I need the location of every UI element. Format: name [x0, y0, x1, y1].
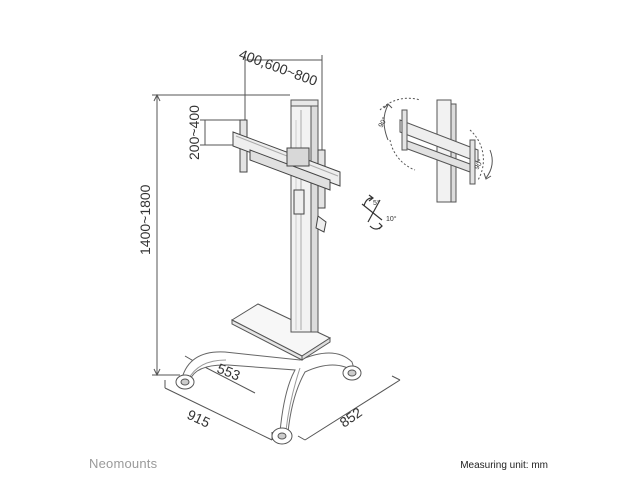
column: [290, 99, 319, 333]
base-width-label: 915: [185, 406, 213, 430]
caster-wheels: [175, 365, 362, 445]
vesa-width-label: 400,600~800: [237, 46, 320, 89]
rotation-detail: [379, 97, 493, 203]
base-depth-label: 852: [337, 404, 365, 431]
tilt-indicator: [361, 194, 383, 230]
tilt-down-label: 10°: [386, 215, 397, 223]
measuring-unit-note: Measuring unit: mm: [460, 460, 548, 471]
dimension-lines: [152, 55, 401, 441]
vesa-height-label: 200~400: [186, 105, 202, 160]
tv-bracket: [232, 119, 341, 233]
tilt-up-label: 5°: [373, 199, 380, 207]
rotate-left-label: 90°: [377, 116, 389, 129]
brand-logo: Neomounts: [89, 456, 158, 471]
height-range-label: 1400~1800: [137, 184, 153, 255]
shelf: [230, 303, 332, 361]
